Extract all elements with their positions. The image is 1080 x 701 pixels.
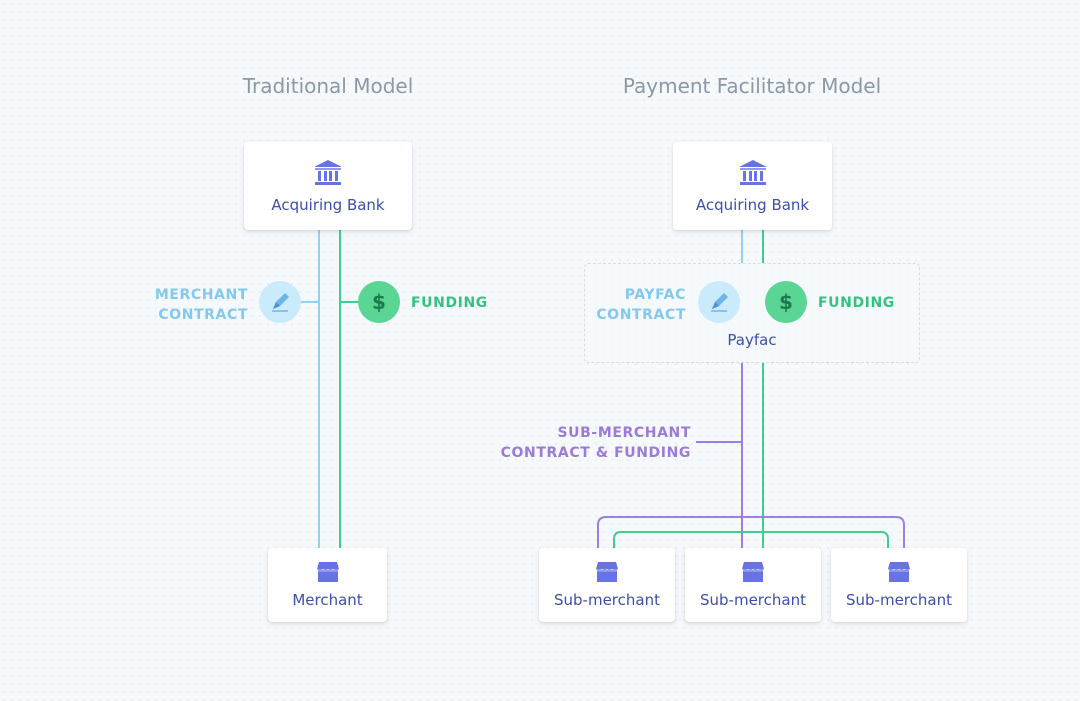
submerchant-node-2[interactable]: Sub-merchant xyxy=(685,548,821,622)
submerchant-caption: SUB-MERCHANT CONTRACT & FUNDING xyxy=(500,423,691,463)
store-icon xyxy=(742,562,764,582)
submerchant-node-1[interactable]: Sub-merchant xyxy=(539,548,675,622)
pen-icon xyxy=(272,293,289,312)
pen-icon xyxy=(711,293,728,312)
traditional-funding-badge: $ xyxy=(358,281,400,323)
submerchant-caption-line2: CONTRACT & FUNDING xyxy=(500,445,691,461)
payfac-container xyxy=(584,263,920,363)
payfac-contract-caption-line1: PAYFAC xyxy=(624,287,686,303)
traditional-contract-caption-line1: MERCHANT xyxy=(154,287,248,303)
bank-icon xyxy=(738,160,767,185)
traditional-merchant-label: Merchant xyxy=(292,591,363,609)
traditional-contract-caption-line2: CONTRACT xyxy=(158,307,248,323)
payfac-acquiring-bank-node[interactable]: Acquiring Bank xyxy=(673,142,832,230)
submerchant-label-1: Sub-merchant xyxy=(554,591,660,609)
traditional-funding-caption: FUNDING xyxy=(411,295,488,311)
traditional-merchant-node[interactable]: Merchant xyxy=(268,548,387,622)
submerchant-funding-bus xyxy=(613,531,889,548)
traditional-heading: Traditional Model xyxy=(242,74,414,98)
store-icon xyxy=(888,562,910,582)
payfac-contract-caption: PAYFAC CONTRACT xyxy=(590,285,686,325)
submerchant-node-3[interactable]: Sub-merchant xyxy=(831,548,967,622)
dollar-icon: $ xyxy=(779,290,793,314)
submerchant-label-2: Sub-merchant xyxy=(700,591,806,609)
traditional-contract-caption: MERCHANT CONTRACT xyxy=(150,285,248,325)
payfac-contract-caption-line2: CONTRACT xyxy=(596,307,686,323)
submerchant-caption-line1: SUB-MERCHANT xyxy=(557,425,691,441)
payfac-funding-caption: FUNDING xyxy=(818,295,895,311)
store-icon xyxy=(316,562,339,582)
payfac-bank-label: Acquiring Bank xyxy=(695,196,810,214)
payfac-heading: Payment Facilitator Model xyxy=(622,74,882,98)
bank-icon xyxy=(314,160,342,185)
traditional-contract-badge xyxy=(259,281,301,323)
submerchant-contract-bus xyxy=(597,516,905,548)
submerchant-label-3: Sub-merchant xyxy=(846,591,952,609)
traditional-acquiring-bank-node[interactable]: Acquiring Bank xyxy=(244,142,412,230)
payfac-funding-badge: $ xyxy=(765,281,807,323)
payfac-contract-badge xyxy=(698,281,740,323)
dollar-icon: $ xyxy=(372,290,386,314)
traditional-bank-label: Acquiring Bank xyxy=(271,196,385,214)
payfac-label: Payfac xyxy=(727,331,777,349)
store-icon xyxy=(596,562,618,582)
